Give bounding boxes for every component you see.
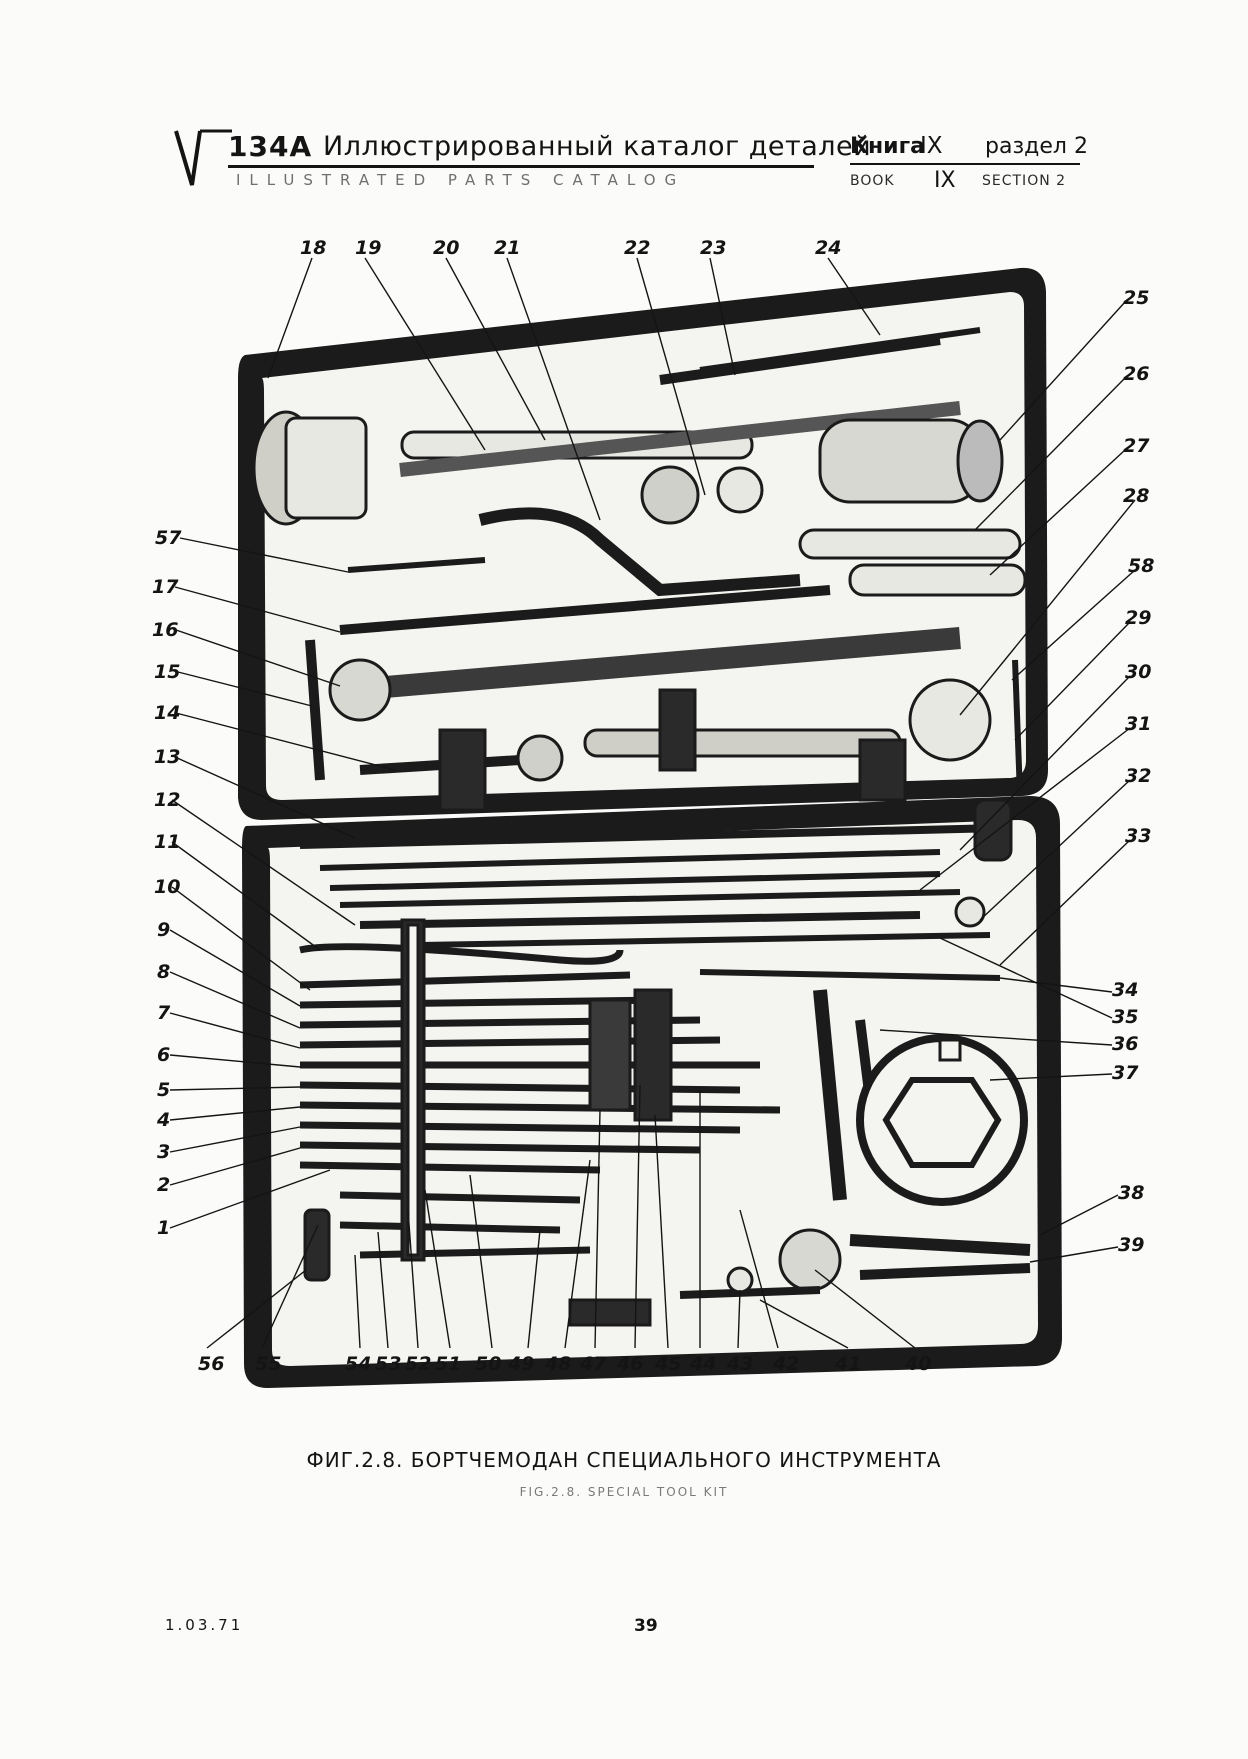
callout-4: 4 xyxy=(156,1109,170,1131)
callout-50: 50 xyxy=(475,1353,501,1375)
callout-27: 27 xyxy=(1123,435,1150,457)
callout-41: 41 xyxy=(834,1353,861,1375)
callout-28: 28 xyxy=(1123,485,1149,507)
callout-leader-lines xyxy=(169,257,1136,1349)
callout-33: 33 xyxy=(1125,825,1151,847)
callout-29: 29 xyxy=(1125,607,1151,629)
callout-32: 32 xyxy=(1125,765,1151,787)
header-model: 134А xyxy=(228,130,313,163)
callout-2: 2 xyxy=(157,1174,170,1196)
callout-13: 13 xyxy=(154,746,180,768)
callout-40: 40 xyxy=(904,1353,931,1375)
header-book-number-en: IX xyxy=(934,168,956,193)
callout-52: 52 xyxy=(405,1353,431,1375)
callout-24: 24 xyxy=(815,237,841,259)
callout-8: 8 xyxy=(157,961,170,983)
callout-14: 14 xyxy=(154,702,180,724)
callout-25: 25 xyxy=(1123,287,1149,309)
callout-46: 46 xyxy=(616,1353,643,1375)
figure-caption-en: FIG.2.8. SPECIAL TOOL KIT xyxy=(519,1485,729,1499)
callout-26: 26 xyxy=(1123,363,1149,385)
page-number: 39 xyxy=(634,1616,658,1636)
callout-7: 7 xyxy=(157,1002,171,1024)
callout-53: 53 xyxy=(375,1353,401,1375)
header-rule xyxy=(228,165,814,168)
callout-5: 5 xyxy=(157,1079,170,1101)
callout-20: 20 xyxy=(433,237,459,259)
callout-48: 48 xyxy=(544,1353,571,1375)
callout-19: 19 xyxy=(355,237,381,259)
header-rule-right xyxy=(850,163,1080,165)
header-title-en: ILLUSTRATED PARTS CATALOG xyxy=(236,171,686,189)
callout-51: 51 xyxy=(435,1353,461,1375)
header-title-ru: Иллюстрированный каталог деталей xyxy=(323,131,872,162)
callout-numbers: 18 19 20 21 22 23 24 25 26 27 28 58 29 3… xyxy=(152,237,1154,1375)
callout-44: 44 xyxy=(689,1353,716,1375)
callout-43: 43 xyxy=(726,1353,753,1375)
callout-57: 57 xyxy=(155,527,182,549)
header-section-en: SECTION 2 xyxy=(982,173,1067,189)
callout-31: 31 xyxy=(1125,713,1151,735)
callout-15: 15 xyxy=(154,661,180,683)
callout-34: 34 xyxy=(1112,979,1138,1001)
header-book-label-ru: Книга xyxy=(850,134,925,159)
header-section-ru: раздел 2 xyxy=(985,134,1088,159)
callout-16: 16 xyxy=(152,619,178,641)
callout-55: 55 xyxy=(255,1353,281,1375)
callout-56: 56 xyxy=(198,1353,224,1375)
callout-1: 1 xyxy=(157,1217,170,1239)
callout-21: 21 xyxy=(494,237,520,259)
callout-18: 18 xyxy=(300,237,326,259)
callout-36: 36 xyxy=(1112,1033,1138,1055)
callout-39: 39 xyxy=(1118,1234,1144,1256)
callout-58: 58 xyxy=(1128,555,1154,577)
upper-tools xyxy=(252,327,1027,812)
lower-tools xyxy=(299,798,1031,1327)
callout-9: 9 xyxy=(157,919,170,941)
callout-6: 6 xyxy=(157,1044,170,1066)
callout-12: 12 xyxy=(154,789,180,811)
callout-38: 38 xyxy=(1118,1182,1144,1204)
footer-date: 1.03.71 xyxy=(165,1616,244,1634)
callout-17: 17 xyxy=(152,576,179,598)
callout-22: 22 xyxy=(624,237,650,259)
callout-10: 10 xyxy=(154,876,180,898)
figure-caption-ru: ФИГ.2.8. БОРТЧЕМОДАН СПЕЦИАЛЬНОГО ИНСТРУ… xyxy=(306,1448,942,1472)
callout-35: 35 xyxy=(1112,1006,1138,1028)
header-book-number-ru: IX xyxy=(920,133,943,159)
header-book-label-en: BOOK xyxy=(850,173,895,189)
callout-54: 54 xyxy=(345,1353,371,1375)
logo-mark xyxy=(174,129,232,186)
callout-11: 11 xyxy=(154,831,180,853)
callout-30: 30 xyxy=(1125,661,1151,683)
callout-42: 42 xyxy=(772,1353,799,1375)
callout-49: 49 xyxy=(507,1353,534,1375)
callout-45: 45 xyxy=(654,1353,681,1375)
callout-3: 3 xyxy=(157,1141,170,1163)
callout-47: 47 xyxy=(579,1353,607,1375)
callout-37: 37 xyxy=(1112,1062,1139,1084)
callout-23: 23 xyxy=(700,237,726,259)
